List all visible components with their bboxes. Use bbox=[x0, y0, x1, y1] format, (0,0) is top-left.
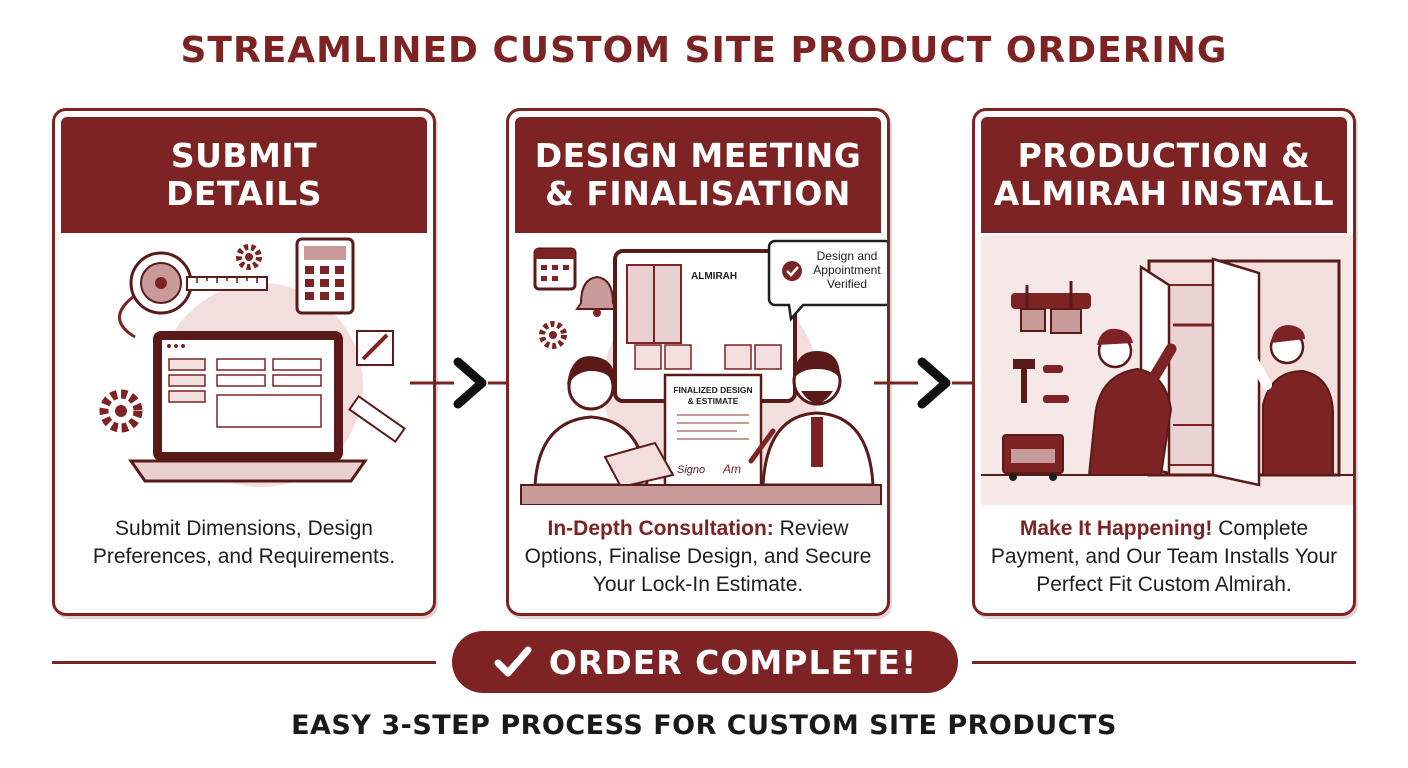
verified-bubble: Design and Appointment Verified bbox=[767, 239, 887, 322]
bubble-text: Design and Appointment Verified bbox=[813, 249, 881, 291]
pen-icon bbox=[748, 428, 776, 464]
step-heading: DESIGN MEETING & FINALISATION bbox=[534, 136, 862, 213]
gear-icon bbox=[99, 389, 143, 433]
gear-icon bbox=[236, 244, 262, 270]
check-icon bbox=[494, 646, 532, 677]
screen-label: ALMIRAH bbox=[691, 271, 737, 282]
calendar-icon bbox=[533, 247, 577, 291]
design-meeting-illustration: ALMIRAH Design and Appointment Verified … bbox=[520, 239, 887, 505]
step-card-design-meeting: DESIGN MEETING & FINALISATION ALMIRAH bbox=[506, 108, 890, 616]
person-right bbox=[761, 351, 875, 487]
step-caption: In-Depth Consultation: Review Options, F… bbox=[524, 517, 872, 596]
tool-belt-icon bbox=[1011, 281, 1091, 334]
laptop-form-icon bbox=[128, 331, 368, 483]
monitor-screen: ALMIRAH bbox=[613, 249, 797, 403]
tape-measure-icon bbox=[118, 251, 268, 339]
step-banner: SUBMIT DETAILS bbox=[61, 117, 427, 233]
signature-right: Am bbox=[722, 462, 741, 476]
step-banner: PRODUCTION & ALMIRAH INSTALL bbox=[981, 117, 1347, 233]
toolbox-icon bbox=[1002, 434, 1064, 481]
main-title: STREAMLINED CUSTOM SITE PRODUCT ORDERING bbox=[180, 30, 1228, 71]
bell-icon bbox=[575, 275, 619, 317]
document-label: FINALIZED DESIGN bbox=[673, 385, 752, 395]
step-heading: PRODUCTION & ALMIRAH INSTALL bbox=[993, 136, 1335, 213]
production-install-illustration bbox=[981, 235, 1353, 505]
calculator-icon bbox=[295, 237, 355, 315]
submit-details-illustration bbox=[99, 237, 406, 487]
gear-icon bbox=[539, 321, 567, 349]
document-label: & ESTIMATE bbox=[688, 396, 739, 406]
step-caption: Submit Dimensions, Design Preferences, a… bbox=[92, 517, 396, 568]
step-heading: SUBMIT DETAILS bbox=[166, 136, 322, 213]
brochure bbox=[603, 441, 675, 489]
divider-left bbox=[52, 661, 436, 664]
order-complete-badge: ORDER COMPLETE! bbox=[452, 631, 958, 693]
step-card-submit-details: SUBMIT DETAILS bbox=[52, 108, 436, 616]
footer-title: EASY 3-STEP PROCESS FOR CUSTOM SITE PROD… bbox=[291, 710, 1117, 741]
worker-right bbox=[1242, 325, 1334, 476]
ruler-icon bbox=[348, 394, 406, 444]
step-card-production-install: PRODUCTION & ALMIRAH INSTALL bbox=[972, 108, 1356, 616]
check-icon bbox=[782, 261, 802, 281]
order-complete-text: ORDER COMPLETE! bbox=[548, 642, 918, 682]
signature-left: Signo bbox=[677, 464, 705, 476]
document: FINALIZED DESIGN & ESTIMATE Signo Am bbox=[663, 373, 763, 489]
divider-right bbox=[972, 661, 1356, 664]
pencil-icon bbox=[356, 330, 394, 366]
hammer-icon bbox=[1013, 359, 1069, 403]
step-caption: Make It Happening! Complete Payment, and… bbox=[990, 517, 1338, 596]
worker-left bbox=[1087, 328, 1177, 476]
step-banner: DESIGN MEETING & FINALISATION bbox=[515, 117, 881, 233]
